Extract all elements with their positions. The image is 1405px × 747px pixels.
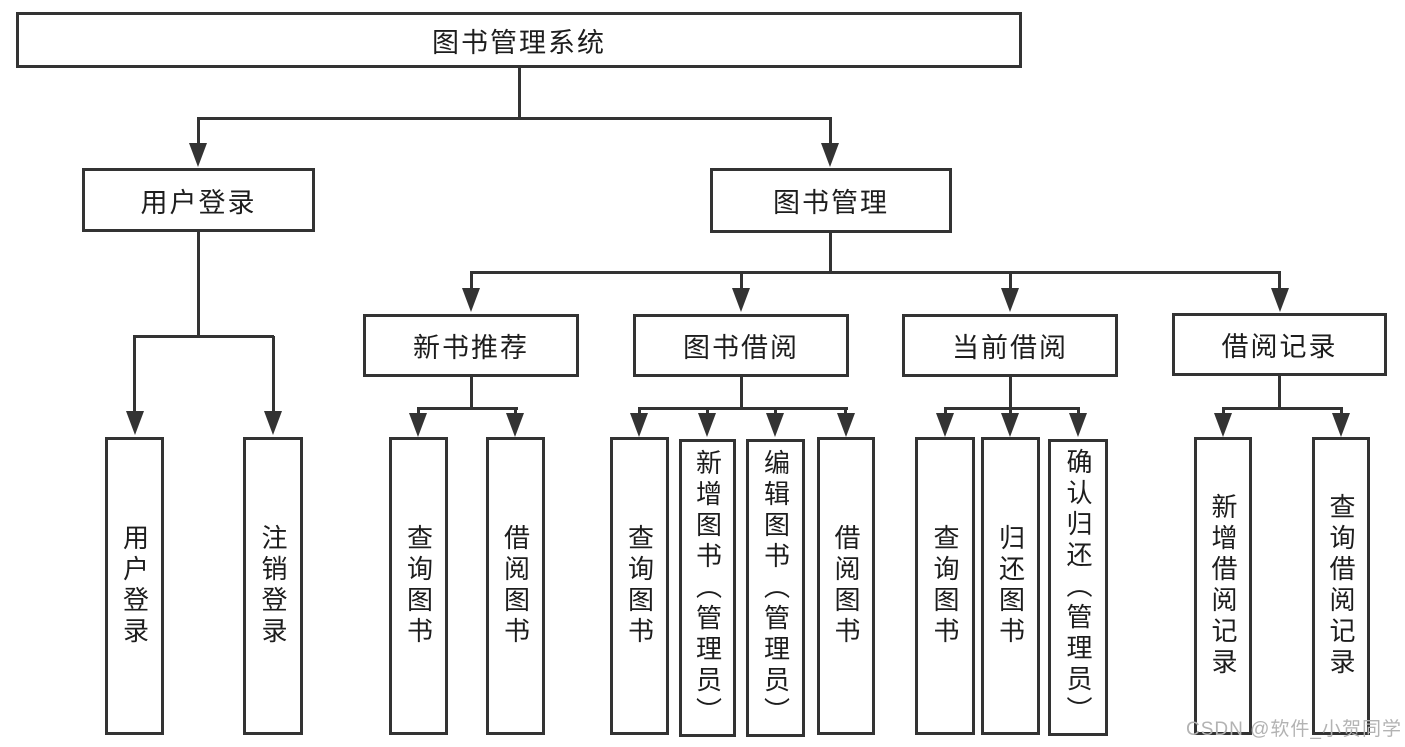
node-book-borrow: 图书借阅: [633, 314, 849, 377]
arrowhead-down-icon: [1069, 413, 1087, 437]
leaf-query-book-3-label: 查询图书: [930, 524, 960, 648]
leaf-query-borrow-record: 查询借阅记录: [1312, 437, 1370, 735]
connector-line: [829, 233, 832, 273]
connector-line: [944, 407, 947, 417]
arrowhead-down-icon: [409, 413, 427, 437]
arrowhead-down-icon: [837, 413, 855, 437]
leaf-user-login-label: 用户登录: [119, 524, 150, 648]
node-current-borrow-label: 当前借阅: [952, 333, 1068, 363]
leaf-borrow-book-1: 借阅图书: [486, 437, 545, 735]
arrowhead-down-icon: [1214, 413, 1232, 437]
node-root: 图书管理系统: [16, 12, 1022, 68]
node-root-label: 图书管理系统: [432, 27, 606, 58]
leaf-query-book-3: 查询图书: [915, 437, 975, 735]
arrowhead-down-icon: [126, 411, 144, 435]
connector-line: [470, 271, 1281, 274]
node-current-borrow: 当前借阅: [902, 314, 1118, 377]
arrowhead-down-icon: [698, 413, 716, 437]
connector-line: [740, 272, 743, 292]
node-new-book-recommend-label: 新书推荐: [413, 333, 529, 363]
connector-line: [829, 117, 832, 147]
connector-line: [417, 407, 518, 410]
arrowhead-down-icon: [630, 413, 648, 437]
leaf-query-book-1: 查询图书: [389, 437, 448, 735]
leaf-add-borrow-record: 新增借阅记录: [1194, 437, 1252, 735]
connector-line: [417, 407, 420, 417]
connector-line: [1278, 376, 1281, 409]
leaf-query-book-1-label: 查询图书: [403, 524, 434, 648]
connector-line: [133, 335, 274, 338]
connector-line: [1009, 272, 1012, 292]
leaf-return-book: 归还图书: [981, 437, 1040, 735]
arrowhead-down-icon: [732, 288, 750, 312]
leaf-confirm-return-admin: 确认归还（管理员）: [1048, 439, 1108, 736]
arrowhead-down-icon: [1001, 413, 1019, 437]
arrowhead-down-icon: [189, 143, 207, 167]
connector-line: [1077, 407, 1080, 417]
leaf-logout-label: 注销登录: [258, 524, 288, 648]
connector-line: [774, 407, 777, 417]
leaf-add-borrow-record-label: 新增借阅记录: [1208, 493, 1238, 679]
arrowhead-down-icon: [506, 413, 524, 437]
connector-line: [514, 407, 517, 417]
watermark: CSDN @软件_小贺同学: [1186, 719, 1402, 740]
leaf-confirm-return-admin-label: 确认归还（管理员）: [1063, 448, 1093, 727]
connector-line: [518, 68, 521, 118]
connector-line: [1222, 407, 1225, 417]
arrowhead-down-icon: [1332, 413, 1350, 437]
node-book-borrow-label: 图书借阅: [683, 333, 799, 363]
arrowhead-down-icon: [1001, 288, 1019, 312]
connector-line: [272, 336, 275, 414]
leaf-edit-book-admin: 编辑图书（管理员）: [746, 439, 805, 737]
leaf-borrow-book-2: 借阅图书: [817, 437, 875, 735]
leaf-borrow-book-2-label: 借阅图书: [831, 524, 861, 648]
connector-line: [470, 272, 473, 292]
connector-line: [197, 117, 832, 120]
leaf-query-borrow-record-label: 查询借阅记录: [1326, 493, 1356, 679]
leaf-edit-book-admin-label: 编辑图书（管理员）: [760, 448, 791, 728]
leaf-query-book-2-label: 查询图书: [624, 524, 655, 648]
leaf-add-book-admin: 新增图书（管理员）: [679, 439, 736, 737]
node-new-book-recommend: 新书推荐: [363, 314, 579, 377]
leaf-user-login: 用户登录: [105, 437, 164, 735]
node-book-management: 图书管理: [710, 168, 952, 233]
connector-line: [1009, 377, 1012, 409]
node-user-login-label: 用户登录: [140, 187, 257, 218]
leaf-logout: 注销登录: [243, 437, 303, 735]
connector-line: [133, 336, 136, 414]
node-book-management-label: 图书管理: [773, 188, 889, 218]
arrowhead-down-icon: [936, 413, 954, 437]
node-user-login: 用户登录: [82, 168, 315, 232]
connector-line: [197, 232, 200, 336]
connector-line: [1222, 407, 1343, 410]
arrowhead-down-icon: [462, 288, 480, 312]
arrowhead-down-icon: [264, 411, 282, 435]
node-borrow-record: 借阅记录: [1172, 313, 1387, 376]
connector-line: [470, 377, 473, 409]
leaf-add-book-admin-label: 新增图书（管理员）: [692, 448, 723, 728]
connector-line: [1340, 407, 1343, 417]
arrowhead-down-icon: [821, 143, 839, 167]
arrowhead-down-icon: [766, 413, 784, 437]
connector-line: [1009, 407, 1012, 417]
connector-line: [740, 377, 743, 409]
connector-line: [638, 407, 848, 410]
arrowhead-down-icon: [1271, 288, 1289, 312]
connector-line: [197, 117, 200, 147]
connector-line: [844, 407, 847, 417]
leaf-borrow-book-1-label: 借阅图书: [500, 524, 531, 648]
connector-line: [1278, 272, 1281, 292]
node-borrow-record-label: 借阅记录: [1221, 332, 1338, 362]
connector-line: [944, 407, 1080, 410]
leaf-query-book-2: 查询图书: [610, 437, 669, 735]
connector-line: [706, 407, 709, 417]
leaf-return-book-label: 归还图书: [995, 524, 1026, 648]
connector-line: [638, 407, 641, 417]
